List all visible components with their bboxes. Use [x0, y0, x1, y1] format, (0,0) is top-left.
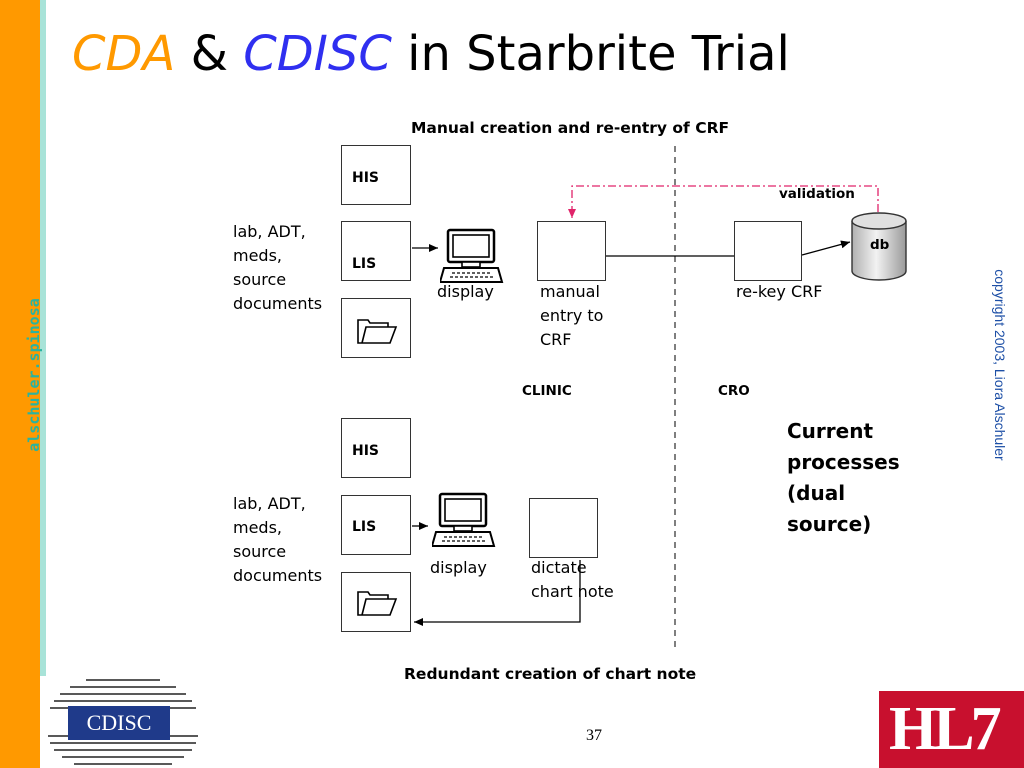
clinic-label: CLINIC — [522, 383, 572, 399]
documents-box-bottom — [341, 572, 411, 632]
display-label-bottom: display — [430, 558, 487, 577]
database-icon — [851, 212, 907, 281]
db-label: db — [870, 237, 890, 253]
rekey-label: re-key CRF — [736, 282, 823, 301]
page-number: 37 — [586, 727, 602, 744]
sources-label-bottom: lab, ADT, meds, source documents — [233, 494, 323, 585]
manual-entry-box — [537, 221, 606, 281]
lis-label-bottom: LIS — [352, 519, 377, 535]
lis-box-bottom: LIS — [341, 495, 411, 555]
rekey-to-db-arrow — [801, 240, 851, 256]
bottom-diagram-heading: Redundant creation of chart note — [404, 665, 697, 683]
dictate-label: dictate chart note — [531, 558, 614, 601]
title-cda: CDA — [72, 26, 176, 82]
his-box-bottom: HIS — [341, 418, 411, 478]
computer-icon-bottom — [432, 492, 496, 547]
lis-box-top: LIS — [341, 221, 411, 281]
page-title: CDA & CDISC in Starbrite Trial — [72, 26, 790, 82]
top-diagram-heading: Manual creation and re-entry of CRF — [411, 119, 730, 137]
lis-label-top: LIS — [352, 256, 377, 272]
manual-entry-label: manual entry to CRF — [540, 282, 604, 349]
title-cdisc: CDISC — [243, 26, 392, 82]
computer-icon-top — [440, 228, 504, 283]
dictate-to-folder-arrow — [414, 560, 581, 626]
documents-box-top — [341, 298, 411, 358]
cro-label: CRO — [718, 383, 750, 399]
left-teal-bar — [40, 0, 46, 676]
rekey-box — [734, 221, 802, 281]
sources-label-top: lab, ADT, meds, source documents — [233, 222, 323, 313]
his-label-top: HIS — [352, 170, 380, 186]
cdisc-logo: CDISC — [42, 676, 202, 768]
title-rest: in Starbrite Trial — [391, 26, 790, 82]
his-label-bottom: HIS — [352, 443, 380, 459]
dictate-box — [529, 498, 598, 558]
current-processes-label: Current processes (dual source) — [787, 419, 900, 536]
folder-icon — [357, 319, 398, 344]
left-orange-bar — [0, 0, 40, 768]
validation-label: validation — [779, 186, 855, 202]
validation-feedback-arrow — [568, 185, 879, 218]
title-ampersand: & — [175, 26, 244, 82]
display-label-top: display — [437, 282, 494, 301]
his-box-top: HIS — [341, 145, 411, 205]
folder-icon — [357, 591, 398, 616]
hl7-logo: HL7 — [879, 691, 1024, 768]
